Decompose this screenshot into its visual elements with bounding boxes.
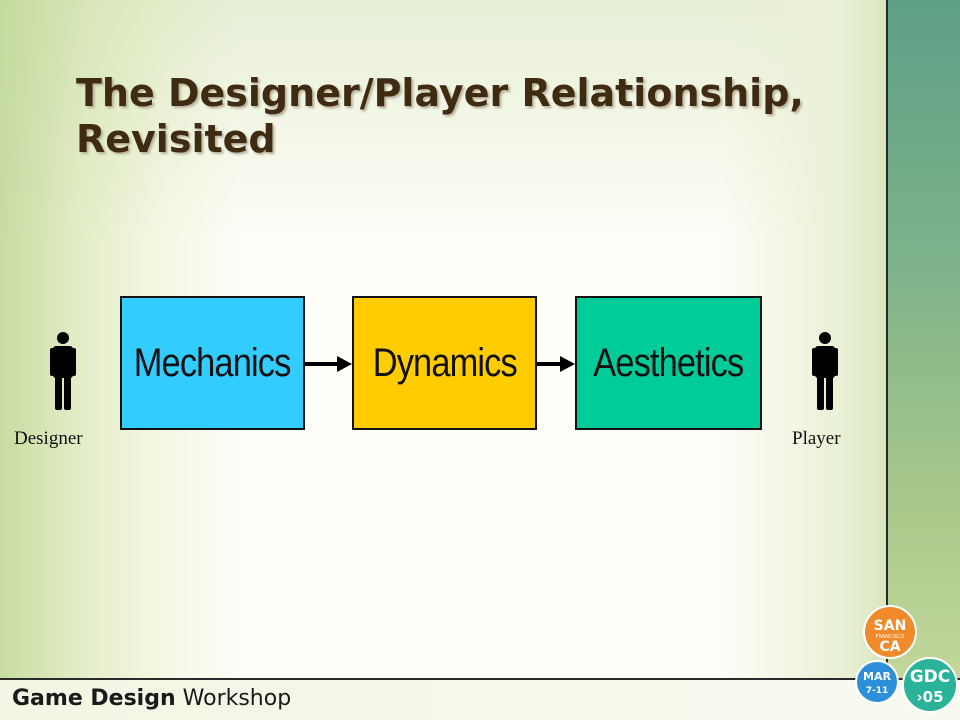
aesthetics-box: Aesthetics [575, 296, 762, 430]
logo-state: CA [879, 639, 900, 655]
designer-label: Designer [14, 428, 83, 449]
right-color-band [888, 0, 960, 680]
logo-city-small: FRANCISCO [876, 634, 905, 640]
footer-title: Game Design Workshop [12, 686, 291, 711]
logo-days: 7-11 [866, 686, 889, 696]
arrow-right-icon [537, 356, 575, 372]
dynamics-box: Dynamics [352, 296, 537, 430]
mechanics-label: Mechanics [134, 340, 292, 385]
gdc-logo: SAN FRANCISCO CA MAR 7-11 GDC ›05 [855, 605, 958, 713]
slide-title: The Designer/Player Relationship, Revisi… [76, 71, 804, 161]
mechanics-box: Mechanics [120, 296, 305, 430]
footer-title-regular: Workshop [182, 686, 292, 711]
player-label: Player [792, 428, 841, 449]
arrow-right-icon [305, 356, 352, 372]
logo-month: MAR [863, 670, 891, 683]
dynamics-label: Dynamics [372, 340, 517, 385]
logo-event: GDC [910, 667, 951, 687]
footer-bar [0, 680, 960, 720]
right-divider-line [886, 0, 888, 680]
footer-title-bold: Game Design [12, 686, 176, 711]
logo-year: ›05 [916, 688, 943, 706]
aesthetics-label: Aesthetics [593, 340, 744, 385]
bottom-divider-line [0, 678, 960, 680]
designer-person-icon [50, 332, 76, 410]
player-person-icon [812, 332, 838, 410]
logo-city: SAN [874, 618, 907, 634]
